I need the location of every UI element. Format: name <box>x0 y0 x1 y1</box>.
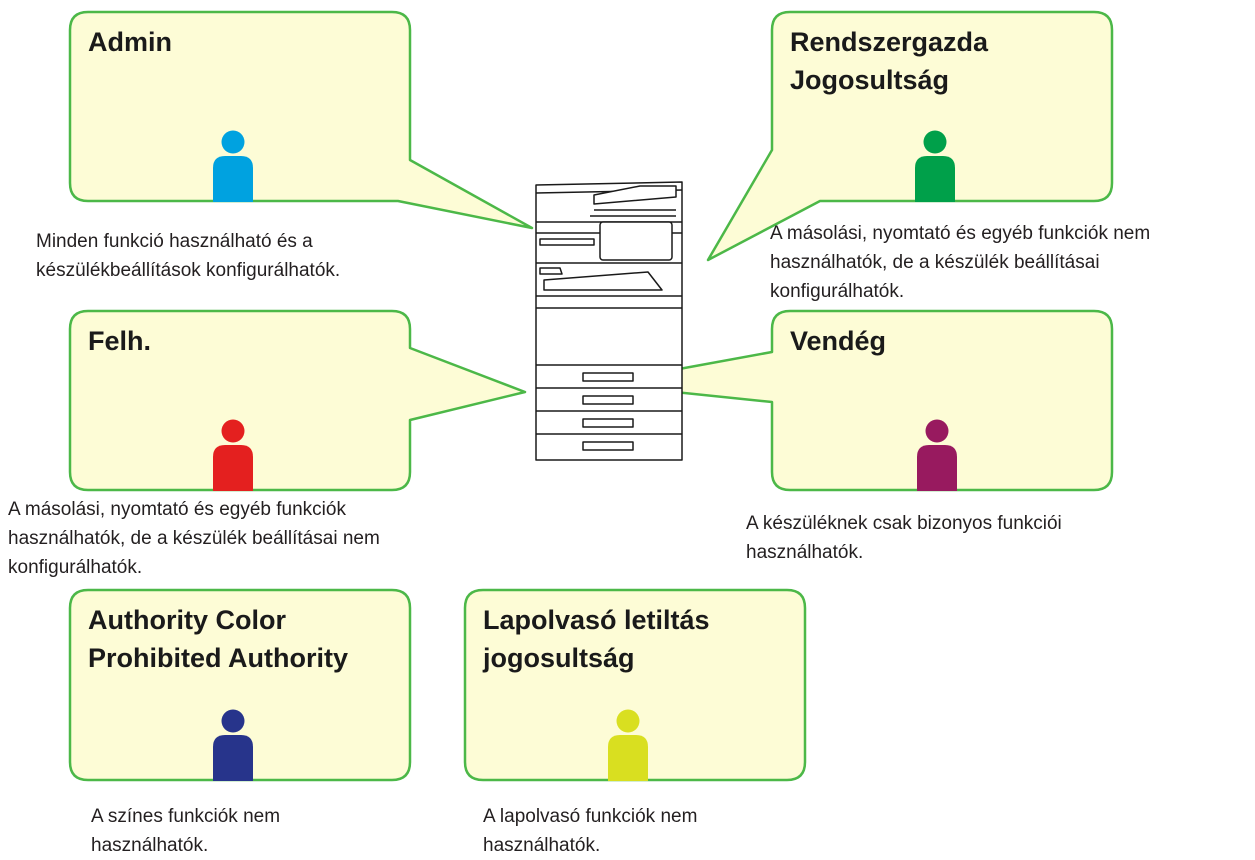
sysadmin-description-line-1: A másolási, nyomtató és egyéb funkciók n… <box>770 223 1151 244</box>
sysadmin-title-line-1: Rendszergazda <box>790 27 989 57</box>
admin-description-line-2: készülékbeállítások konfigurálhatók. <box>36 260 341 281</box>
color-prohibited-description-line-1: A színes funkciók nem <box>91 806 281 827</box>
guest-bubble <box>595 309 1114 492</box>
sysadmin-user-icon <box>915 130 955 202</box>
admin-description: Minden funkció használható és a készülék… <box>36 227 476 285</box>
role-guest: Vendég <box>595 309 1114 492</box>
color-prohibited-description: A színes funkciók nem használhatók. <box>91 802 431 860</box>
sysadmin-bubble <box>706 10 1114 262</box>
guest-description-line-2: használhatók. <box>746 542 864 563</box>
sysadmin-description-line-2: használhatók, de a készülék beállításai <box>770 252 1100 273</box>
role-user: Felh. <box>68 309 527 492</box>
user-bubble <box>68 309 527 492</box>
sysadmin-description: A másolási, nyomtató és egyéb funkciók n… <box>770 219 1250 306</box>
scanner-prohibited-user-icon <box>608 709 648 781</box>
guest-description: A készüléknek csak bizonyos funkciói has… <box>746 509 1226 567</box>
scanner-prohibited-title-line-1: Lapolvasó letiltás <box>483 605 710 635</box>
person-head <box>221 419 245 443</box>
person-head <box>221 709 245 733</box>
role-color-prohibited: Authority Color Prohibited Authority <box>68 588 412 782</box>
user-description: A másolási, nyomtató és egyéb funkciók h… <box>8 495 508 582</box>
person-body <box>213 156 253 202</box>
sysadmin-title-line-2: Jogosultság <box>790 65 949 95</box>
user-description-line-1: A másolási, nyomtató és egyéb funkciók <box>8 499 346 520</box>
user-user-icon <box>213 419 253 491</box>
person-head <box>221 130 245 154</box>
admin-user-icon <box>213 130 253 202</box>
person-body <box>213 445 253 491</box>
color-prohibited-title-line-2: Prohibited Authority <box>88 643 348 673</box>
guest-user-icon <box>917 419 957 491</box>
role-admin: Admin <box>68 10 534 230</box>
person-body <box>915 156 955 202</box>
printer-icon <box>535 181 683 461</box>
person-body <box>608 735 648 781</box>
role-scanner-prohibited: Lapolvasó letiltás jogosultság <box>463 588 807 782</box>
user-title: Felh. <box>88 326 151 356</box>
guest-description-line-1: A készüléknek csak bizonyos funkciói <box>746 513 1062 534</box>
color-prohibited-bubble <box>68 588 412 782</box>
admin-description-line-1: Minden funkció használható és a <box>36 231 313 252</box>
person-body <box>917 445 957 491</box>
scanner-prohibited-bubble <box>463 588 807 782</box>
role-sysadmin: Rendszergazda Jogosultság <box>706 10 1114 262</box>
person-head <box>925 419 949 443</box>
guest-title: Vendég <box>790 326 886 356</box>
color-prohibited-title-line-1: Authority Color <box>88 605 286 635</box>
scanner-prohibited-title-line-2: jogosultság <box>482 643 635 673</box>
admin-bubble <box>68 10 534 230</box>
color-prohibited-description-line-2: használhatók. <box>91 835 209 856</box>
scanner-prohibited-description-line-1: A lapolvasó funkciók nem <box>483 806 698 827</box>
color-prohibited-user-icon <box>213 709 253 781</box>
user-description-line-3: konfigurálhatók. <box>8 557 143 578</box>
person-head <box>923 130 947 154</box>
admin-title: Admin <box>88 27 172 57</box>
sysadmin-description-line-3: konfigurálhatók. <box>770 281 905 302</box>
scanner-prohibited-description: A lapolvasó funkciók nem használhatók. <box>483 802 823 860</box>
scanner-prohibited-description-line-2: használhatók. <box>483 835 601 856</box>
person-body <box>213 735 253 781</box>
person-head <box>616 709 640 733</box>
user-description-line-2: használhatók, de a készülék beállításai … <box>8 528 380 549</box>
